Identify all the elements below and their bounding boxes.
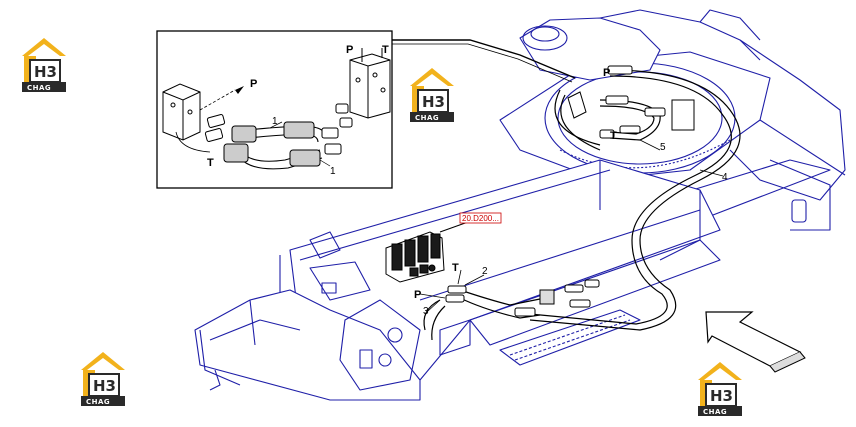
arrow-icon	[705, 311, 806, 373]
inset-label-p-left: P	[250, 78, 257, 90]
inset-label-part1-b: 1	[330, 166, 336, 177]
logo-top-text: H3	[93, 377, 116, 395]
inset-label-p-top: P	[346, 44, 353, 56]
main-label-p-lower: P	[414, 289, 421, 301]
logo-bottom-text: CHAG	[27, 84, 51, 92]
reference-text[interactable]: 20.D200...	[462, 214, 499, 223]
inset-label-t-left: T	[207, 157, 214, 169]
main-label-t-upper: T	[610, 130, 617, 142]
h3-chag-logo-icon: H3 CHAG	[698, 362, 742, 416]
logo-top-text: H3	[34, 63, 57, 81]
control-valve-block	[385, 221, 469, 283]
h3-chag-logo-icon: H3 CHAG	[410, 68, 454, 122]
main-label-p-upper: P	[603, 67, 610, 79]
inset-label-part1-a: 1	[272, 116, 278, 127]
h3-chag-logo-icon: H3 CHAG	[22, 38, 66, 92]
logo-bottom-text: CHAG	[86, 398, 110, 406]
inset-label-t-top: T	[382, 44, 389, 56]
main-fittings	[445, 65, 695, 317]
main-label-part5: 5	[660, 142, 666, 153]
h3-chag-logo-icon: H3 CHAG	[81, 352, 125, 406]
main-label-t-lower: T	[452, 262, 459, 274]
logo-bottom-text: CHAG	[703, 408, 727, 416]
main-label-part4: 4	[722, 172, 728, 183]
machine-frame	[194, 9, 846, 401]
reference-link[interactable]: 20.D200...	[459, 212, 502, 224]
main-label-part3: 3	[423, 306, 429, 317]
leader-lines	[419, 139, 724, 312]
inset-detail: P T P T 1 1	[156, 30, 576, 189]
logo-top-text: H3	[710, 387, 733, 405]
logo-top-text: H3	[422, 93, 445, 111]
logo-bottom-text: CHAG	[415, 114, 439, 122]
main-label-part2: 2	[482, 266, 488, 277]
